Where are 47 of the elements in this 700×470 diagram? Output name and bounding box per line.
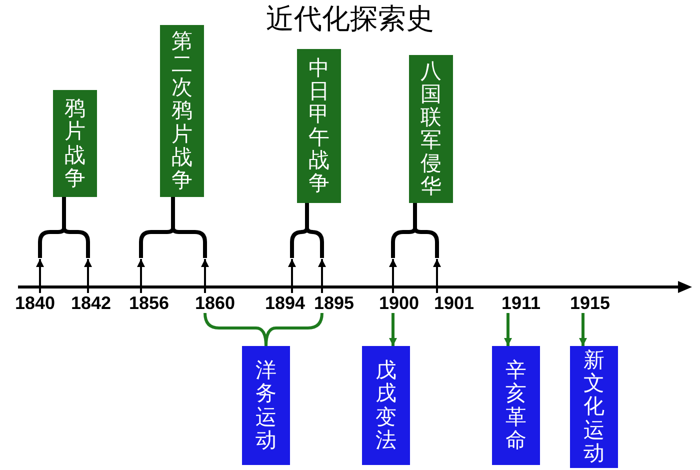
arrow — [288, 259, 296, 293]
event-text: 洋务运动 — [256, 359, 276, 452]
arrow — [318, 259, 326, 293]
arrow — [433, 259, 441, 293]
year-label: 1911 — [498, 293, 544, 313]
event-text: 第二次鸦片战争 — [172, 30, 192, 192]
year-label: 1895 — [311, 293, 357, 313]
event-box — [242, 346, 290, 465]
brace-line — [264, 312, 324, 346]
arrow — [201, 259, 209, 293]
event-text: 戊戌变法 — [376, 359, 396, 452]
bracket-stem — [171, 197, 175, 230]
arrow — [84, 259, 92, 293]
event-box — [409, 55, 453, 203]
event-text: 新文化运动 — [584, 349, 604, 465]
bracket-stem — [413, 203, 417, 230]
arrow — [504, 313, 512, 346]
bracket — [290, 228, 324, 258]
event-box — [362, 346, 410, 465]
year-label: 1856 — [126, 293, 172, 313]
event-box — [160, 25, 204, 197]
arrow — [389, 259, 397, 293]
year-label: 1840 — [12, 293, 58, 313]
arrow — [389, 313, 397, 346]
event-text: 八国联军侵华 — [420, 60, 442, 198]
arrow — [36, 259, 44, 293]
event-box — [570, 346, 618, 468]
title: 近代化探索史 — [265, 1, 435, 37]
year-label: 1900 — [376, 293, 422, 313]
event-text: 鸦片战争 — [64, 97, 86, 190]
year-label: 1915 — [567, 293, 613, 313]
year-label: 1842 — [68, 293, 114, 313]
bracket — [139, 228, 207, 258]
bracket-stem — [305, 203, 309, 230]
arrow — [137, 259, 145, 293]
event-box — [492, 346, 540, 465]
year-label: 1860 — [192, 293, 238, 313]
event-text: 中日甲午战争 — [308, 56, 330, 196]
year-label: 1894 — [262, 293, 308, 313]
arrow — [579, 313, 587, 346]
event-box — [53, 90, 97, 197]
year-label: 1901 — [431, 293, 477, 313]
bracket — [38, 228, 90, 258]
bracket-stem — [62, 197, 66, 230]
event-box — [297, 49, 341, 203]
bracket — [391, 228, 439, 258]
event-text: 辛亥革命 — [506, 359, 526, 452]
